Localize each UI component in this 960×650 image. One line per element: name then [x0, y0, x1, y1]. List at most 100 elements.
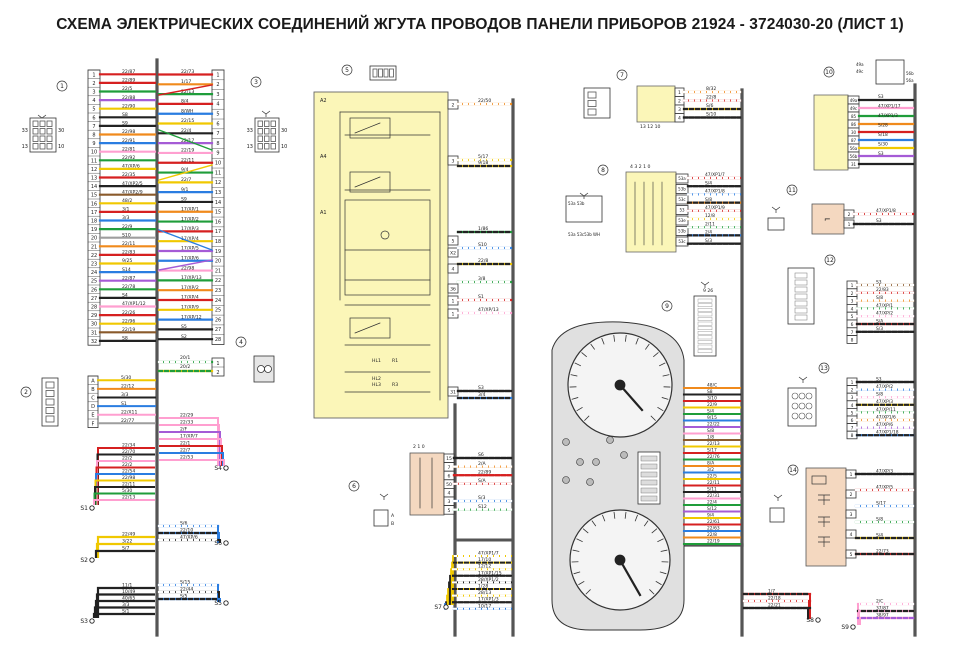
- pin-number: 10: [91, 150, 97, 156]
- wire-label: 1/7: [768, 588, 775, 594]
- connector-number-badge: [661, 300, 673, 312]
- gauge-tick: [584, 415, 590, 421]
- gauge-tick: [643, 520, 649, 527]
- gauge-tick: [655, 580, 662, 586]
- pin-number: C: [91, 396, 95, 402]
- module-label: A4: [320, 154, 327, 160]
- module-5-body: [313, 91, 449, 419]
- wire-label: 47/XP1/12: [122, 301, 146, 307]
- wire-label: 22/7: [180, 448, 190, 454]
- wire-label: 17/XP/13: [181, 275, 202, 281]
- connector-pin: [587, 91, 597, 99]
- pin-number: 7: [851, 426, 854, 432]
- wire-label: 3/3: [122, 215, 129, 221]
- ground-point: [89, 505, 95, 511]
- connector-pin: [794, 293, 808, 300]
- pin-number: 20: [91, 236, 97, 242]
- wire-label: 20/2: [180, 364, 190, 370]
- wire-label: 47/XP2/5: [122, 181, 143, 187]
- module-5-pin: [447, 283, 459, 294]
- connector-pin: [32, 135, 39, 142]
- pin-number: 1: [92, 72, 95, 78]
- connector-pin: [798, 402, 806, 410]
- pin-number: 32: [91, 339, 97, 345]
- connector-6-body: [409, 452, 445, 516]
- connector-number: 7: [620, 72, 624, 79]
- wire-label: 12/12: [478, 564, 491, 570]
- pin-number: 28: [215, 337, 221, 343]
- gauge-tick: [572, 549, 580, 552]
- pin-number: 23: [91, 262, 97, 268]
- pin-number: D: [91, 404, 95, 410]
- pin-number: 53c: [678, 239, 685, 244]
- pin-number: 1: [851, 380, 854, 386]
- pin-label: 30: [58, 128, 64, 134]
- wire-label: 17/XP/4: [181, 295, 199, 301]
- gauge-tick: [576, 406, 583, 412]
- pin-number: 6: [448, 473, 451, 479]
- connector-number-badge: [235, 336, 247, 348]
- wire-label: 17/10: [478, 557, 491, 563]
- pin-number: 4: [851, 403, 854, 409]
- wire-label: 47/XP/1: [876, 303, 893, 309]
- wire-label: 22/13: [122, 495, 135, 501]
- connector-pin: [39, 120, 46, 127]
- wire-label: 12/8: [705, 213, 715, 219]
- connector-number-badge: [787, 464, 799, 476]
- pin-number: 56b: [850, 154, 858, 159]
- connector-pin: [257, 143, 263, 150]
- wire-label: 2/C: [876, 598, 883, 604]
- pin-number: 87: [851, 138, 857, 143]
- pin-number: 5: [850, 552, 853, 558]
- wire-label: 1/86: [478, 226, 488, 232]
- pin-number: 26: [215, 317, 221, 323]
- wire-s3-bundle: [92, 612, 155, 618]
- connector-pin: [46, 120, 53, 127]
- wire-label: S8: [707, 389, 713, 395]
- gauge-tick: [635, 337, 639, 345]
- wire-label: 22/18: [768, 595, 781, 601]
- connector-pin: [46, 143, 53, 150]
- wire-label: 2/11: [705, 221, 715, 227]
- pin-label: B: [391, 521, 394, 527]
- wire-label: S/4: [705, 180, 712, 186]
- display-segment: [640, 455, 658, 462]
- wire-label: S/17: [707, 448, 717, 454]
- wire-label: 17/XP/6: [181, 255, 199, 261]
- warning-lamp-icon: [592, 458, 600, 466]
- wire-label: 22/8: [706, 95, 716, 101]
- wire-label: 1/28: [478, 584, 488, 590]
- ground-point: [89, 618, 95, 624]
- pin-number: 14: [91, 184, 97, 190]
- wire-label: 22/83: [876, 287, 889, 293]
- pin-number: 85: [851, 114, 857, 119]
- relay-symbol: [349, 317, 391, 339]
- wire-label: S/11: [707, 487, 717, 493]
- pin-number: 3: [92, 90, 95, 96]
- wire-label: 22/88: [122, 95, 135, 101]
- wire-label: S/A: [876, 318, 883, 324]
- connector-pin: [45, 398, 55, 406]
- pin-number: 2: [216, 370, 219, 376]
- wire-crossover: [158, 229, 213, 251]
- wire-s2-bundle: [94, 549, 155, 558]
- wire-label: S/17: [876, 500, 886, 506]
- connector-number-badge: [823, 66, 835, 78]
- connector-pin: [270, 135, 276, 142]
- pin-number: 7: [92, 124, 95, 130]
- wire-label: 22/90: [122, 103, 135, 109]
- connector-number-badge: [824, 254, 836, 266]
- connector-pin: [257, 120, 263, 127]
- wire-label: 2/4: [705, 230, 712, 236]
- wire-label: 22/78: [122, 284, 135, 290]
- wire-label: 3/3: [121, 392, 128, 398]
- pin-label: 9 26: [703, 288, 713, 294]
- gauge-tick: [585, 589, 591, 595]
- wire-label: 22/31: [707, 493, 720, 499]
- wire-label: 8/WH: [181, 108, 193, 114]
- connector-pin: [39, 135, 46, 142]
- wire-label: 9/4: [181, 167, 188, 173]
- component-label: HL1: [372, 358, 381, 364]
- wire-label: S3: [876, 376, 882, 382]
- wire-label: 22/54: [122, 469, 135, 475]
